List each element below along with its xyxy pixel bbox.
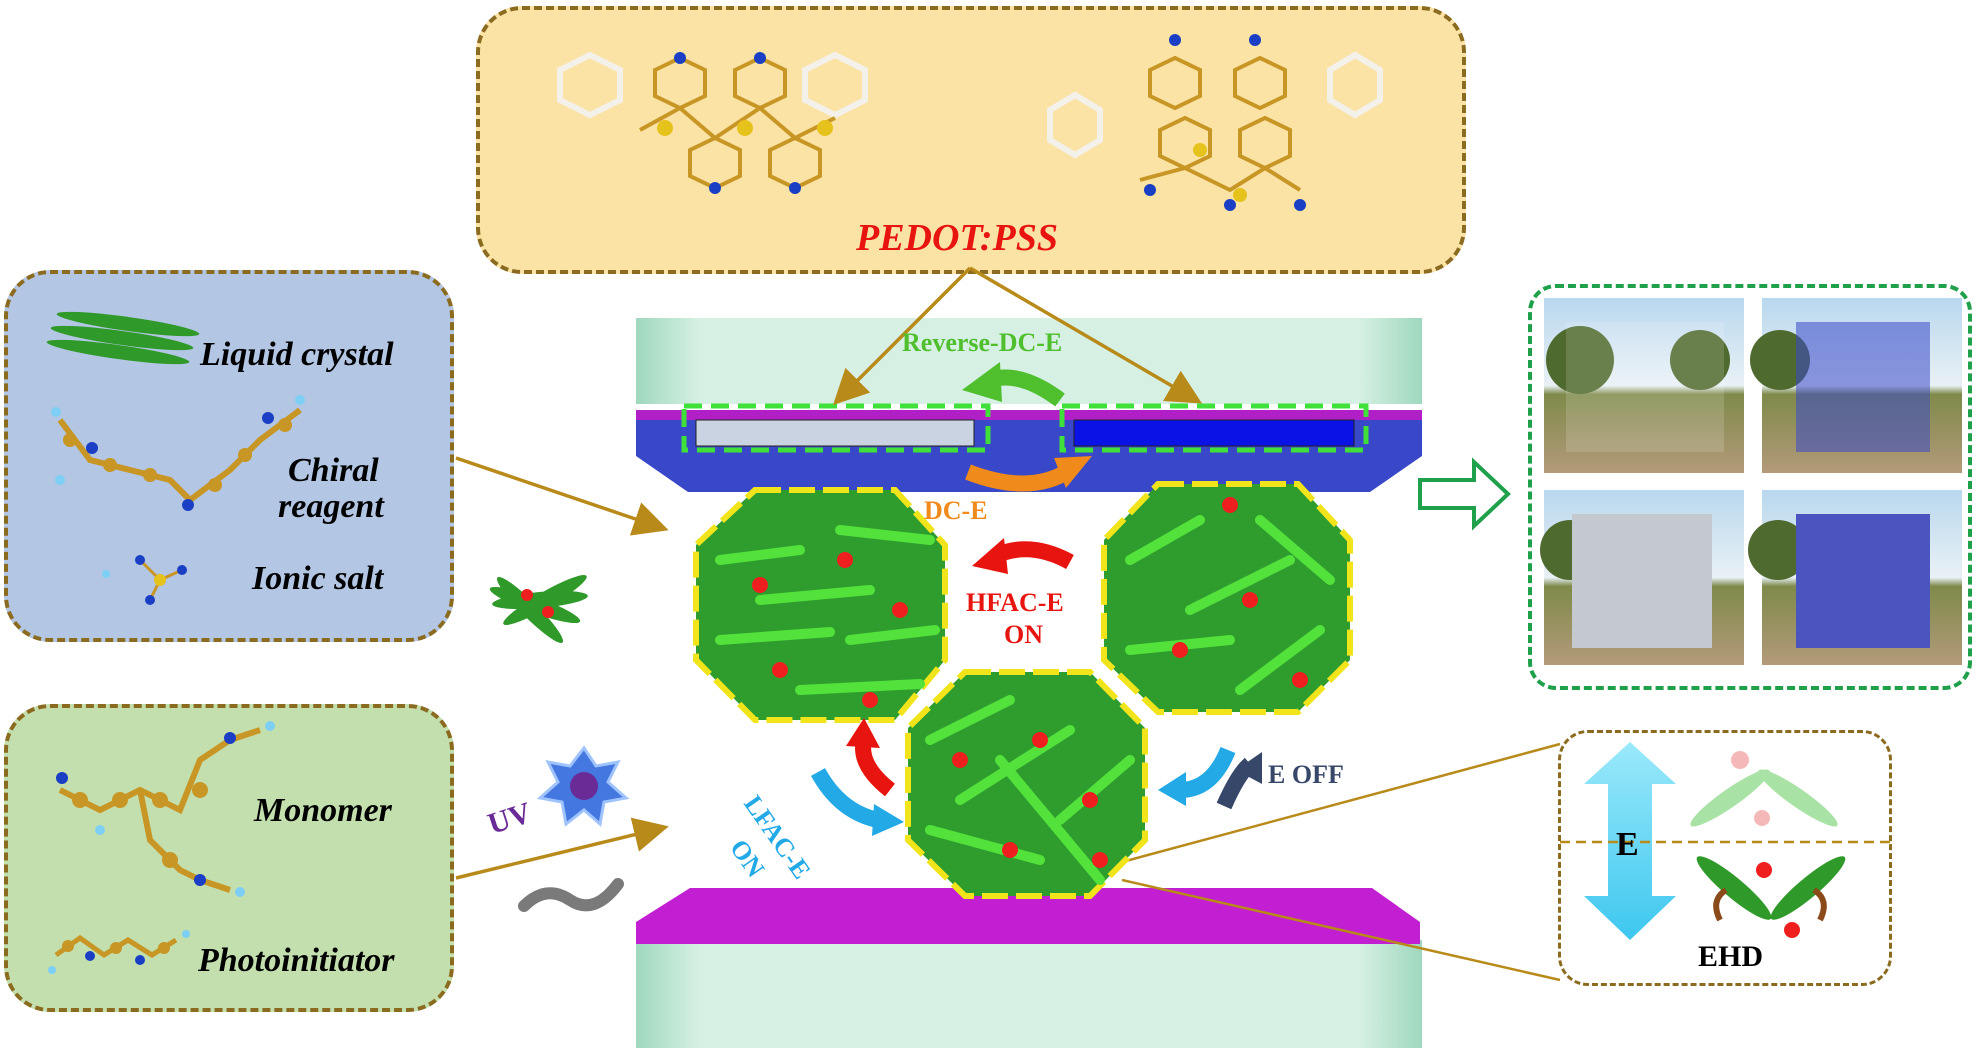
chiral-reagent-label-2: reagent	[278, 488, 384, 525]
lc-fan-icon	[489, 575, 588, 644]
pedot-film-off-frame	[681, 403, 991, 453]
pedot-box	[476, 6, 1466, 274]
photo-opaque-blue	[1748, 490, 1962, 665]
lfac-arrowhead	[872, 804, 904, 836]
pedot-film-on	[1073, 419, 1355, 447]
chiral-reagent-icon	[51, 395, 305, 511]
pedot-film-on-frame	[1059, 403, 1369, 453]
photoinitiator-molecule-icon	[48, 930, 190, 974]
reverse-dc-label: Reverse-DC-E	[902, 328, 1063, 357]
bottom-electrode	[636, 888, 1420, 944]
chiral-reagent-label-1: Chiral	[288, 452, 379, 489]
photo-transparent-blue	[1750, 298, 1962, 473]
ehd-caption: EHD	[1698, 940, 1764, 973]
e-off-arrowhead-out	[1236, 752, 1262, 784]
ehd-field-label: E	[1616, 826, 1639, 863]
liquid-crystal-label: Liquid crystal	[200, 336, 394, 373]
pedot-molecule-left	[557, 51, 868, 194]
lfac-return-arrowhead	[846, 718, 880, 748]
ehd-molecules-bottom	[1696, 856, 1846, 938]
monomer-label: Monomer	[254, 792, 392, 829]
ehd-molecules-top	[1690, 751, 1838, 827]
pedot-title: PEDOT:PSS	[856, 217, 1058, 259]
monomer-box	[4, 704, 454, 1012]
wave-icon	[518, 878, 624, 912]
dc-label: DC-E	[924, 496, 988, 525]
photo-opaque-white	[1540, 490, 1744, 665]
monomer-molecule-icon	[56, 721, 275, 897]
hfac-label-2: ON	[1004, 620, 1043, 649]
photoinitiator-label: Photoinitiator	[198, 942, 395, 979]
liquid-crystal-icon	[46, 311, 200, 365]
dc-arrowhead	[1054, 456, 1092, 488]
lfac-arrow	[810, 767, 880, 828]
e-off-label: E OFF	[1268, 760, 1344, 789]
pedot-arrow-right	[969, 266, 1203, 404]
ehd-callout-upper	[1121, 742, 1561, 864]
monomer-arrow	[455, 817, 669, 880]
uv-star-icon	[536, 745, 630, 827]
hfac-arrowhead	[972, 538, 1008, 574]
ionic-salt-icon	[102, 555, 187, 605]
ionic-salt-label: Ionic salt	[252, 560, 384, 597]
e-off-arrow-in	[1179, 746, 1236, 798]
domain-right	[1101, 481, 1353, 715]
domain-left	[693, 487, 948, 723]
e-off-arrowhead-in	[1158, 772, 1186, 806]
domain-bottom	[905, 669, 1148, 899]
bottom-glass	[636, 940, 1422, 1048]
pedot-arrow-left	[833, 266, 972, 405]
pedot-film-off	[695, 419, 975, 447]
reverse-dc-arrowhead	[962, 362, 1002, 402]
top-magenta-film	[636, 410, 1422, 420]
photo-transparent-clear	[1544, 298, 1744, 473]
result-arrow-icon	[1418, 457, 1511, 531]
materials-arrow	[455, 456, 669, 536]
pedot-molecule-right	[1047, 34, 1383, 211]
hfac-label-1: HFAC-E	[966, 588, 1064, 617]
ehd-callout-lower	[1121, 878, 1561, 982]
